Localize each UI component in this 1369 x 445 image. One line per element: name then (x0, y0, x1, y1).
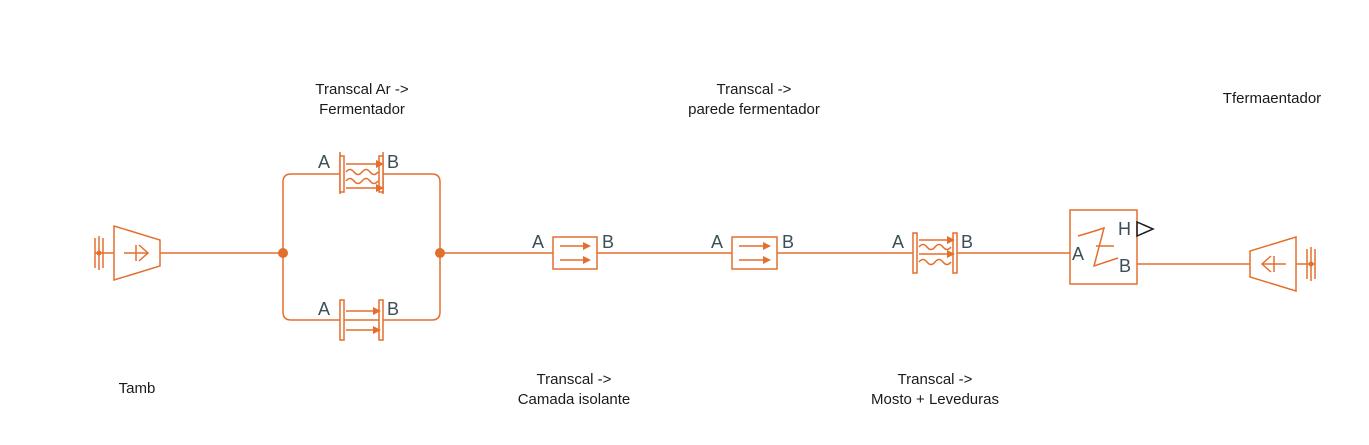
conductive-heat-transfer-icon (739, 242, 771, 264)
port-b-label: B (1119, 256, 1131, 276)
wire-top-branch-junction2[interactable] (383, 173, 441, 253)
tfermentador-block[interactable] (1249, 235, 1316, 293)
transcal-parede-label-line2: parede fermentador (688, 101, 820, 118)
tamb-block[interactable] (94, 224, 161, 282)
transcal-ar-top-block[interactable]: A B (318, 152, 399, 194)
transcal-isolante-label: Transcal -> Camada isolante (494, 370, 654, 410)
convective-heat-transfer-icon (345, 160, 384, 192)
transcal-mosto-label-line2: Mosto + Leveduras (871, 391, 999, 408)
port-b-label: B (961, 232, 973, 252)
heat-flow-sensor-block[interactable]: A H B (1069, 209, 1155, 285)
transcal-mosto-label: Transcal -> Mosto + Leveduras (845, 370, 1025, 410)
port-a-label: A (711, 232, 723, 252)
transcal-ar-label-line1: Transcal Ar -> (315, 81, 409, 98)
conductive-heat-transfer-icon (560, 242, 591, 264)
transcal-ar-bottom-block[interactable]: A B (318, 299, 399, 341)
transcal-mosto-block[interactable]: A B (892, 232, 973, 274)
port-a-label: A (892, 232, 904, 252)
arrow-icon (124, 244, 150, 262)
port-b-label: B (782, 232, 794, 252)
port-b-label: B (602, 232, 614, 252)
tfermentador-label: Tfermaentador (1222, 90, 1322, 107)
wire-junction1-bottom-branch[interactable] (282, 253, 340, 321)
connection-wires (160, 173, 1250, 321)
transcal-isolante-label-line1: Transcal -> (536, 371, 612, 388)
port-h-label: H (1118, 219, 1131, 239)
port-b-label: B (387, 152, 399, 172)
ground-reference-icon (94, 236, 114, 270)
junction-node-2 (435, 248, 445, 258)
transcal-ar-label: Transcal Ar -> Fermentador (287, 80, 437, 120)
transcal-mosto-label-line1: Transcal -> (897, 371, 973, 388)
transcal-parede-label: Transcal -> parede fermentador (664, 80, 844, 120)
junction-node-1 (278, 248, 288, 258)
port-b-label: B (387, 299, 399, 319)
transcal-parede-block[interactable]: A B (711, 232, 794, 270)
ground-reference-icon (1296, 247, 1316, 281)
convective-heat-transfer-icon (918, 236, 955, 266)
wire-junction1-top-branch[interactable] (282, 173, 340, 253)
heat-flow-sensor-icon (1077, 226, 1119, 268)
port-a-label: A (532, 232, 544, 252)
port-a-label: A (1072, 244, 1084, 264)
transcal-isolante-block[interactable]: A B (532, 232, 614, 270)
tamb-label: Tamb (118, 380, 156, 397)
output-port-triangle-icon[interactable] (1136, 220, 1155, 238)
transcal-parede-label-line1: Transcal -> (716, 81, 792, 98)
transcal-isolante-label-line2: Camada isolante (517, 391, 631, 408)
port-a-label: A (318, 299, 330, 319)
arrow-icon (1260, 255, 1286, 273)
transcal-ar-label-line2: Fermentador (319, 101, 405, 118)
wire-bottom-branch-junction2[interactable] (383, 253, 441, 321)
conductive-heat-transfer-icon (344, 307, 381, 334)
port-a-label: A (318, 152, 330, 172)
